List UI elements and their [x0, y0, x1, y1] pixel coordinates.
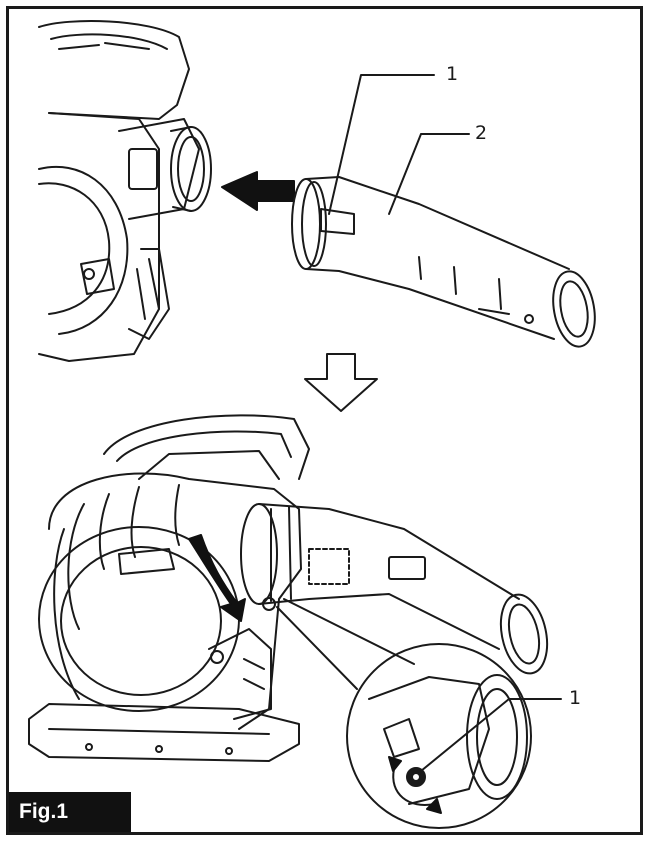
blower-pipe-top	[291, 176, 596, 348]
leader-1-detail	[420, 698, 562, 772]
figure-frame: 1 2 1 Fig.1	[6, 6, 643, 835]
detail-magnifier	[346, 643, 532, 829]
down-step-arrow	[304, 353, 378, 412]
blower-outlet-top	[170, 126, 212, 212]
assembly-illustration	[28, 20, 596, 829]
blower-pipe-bottom	[240, 503, 549, 675]
callout-label-2-top: 2	[475, 122, 488, 144]
insert-arrow	[221, 171, 295, 211]
callout-label-1-detail: 1	[569, 687, 582, 709]
callout-label-1-top: 1	[446, 63, 459, 85]
blower-body-top	[38, 20, 200, 362]
blower-body-bottom	[28, 414, 310, 762]
detail-connector	[276, 598, 415, 690]
figure-label: Fig.1	[9, 792, 131, 832]
rotate-arrow	[188, 534, 246, 622]
leader-1-top	[328, 74, 435, 215]
leader-2-top	[388, 133, 470, 215]
